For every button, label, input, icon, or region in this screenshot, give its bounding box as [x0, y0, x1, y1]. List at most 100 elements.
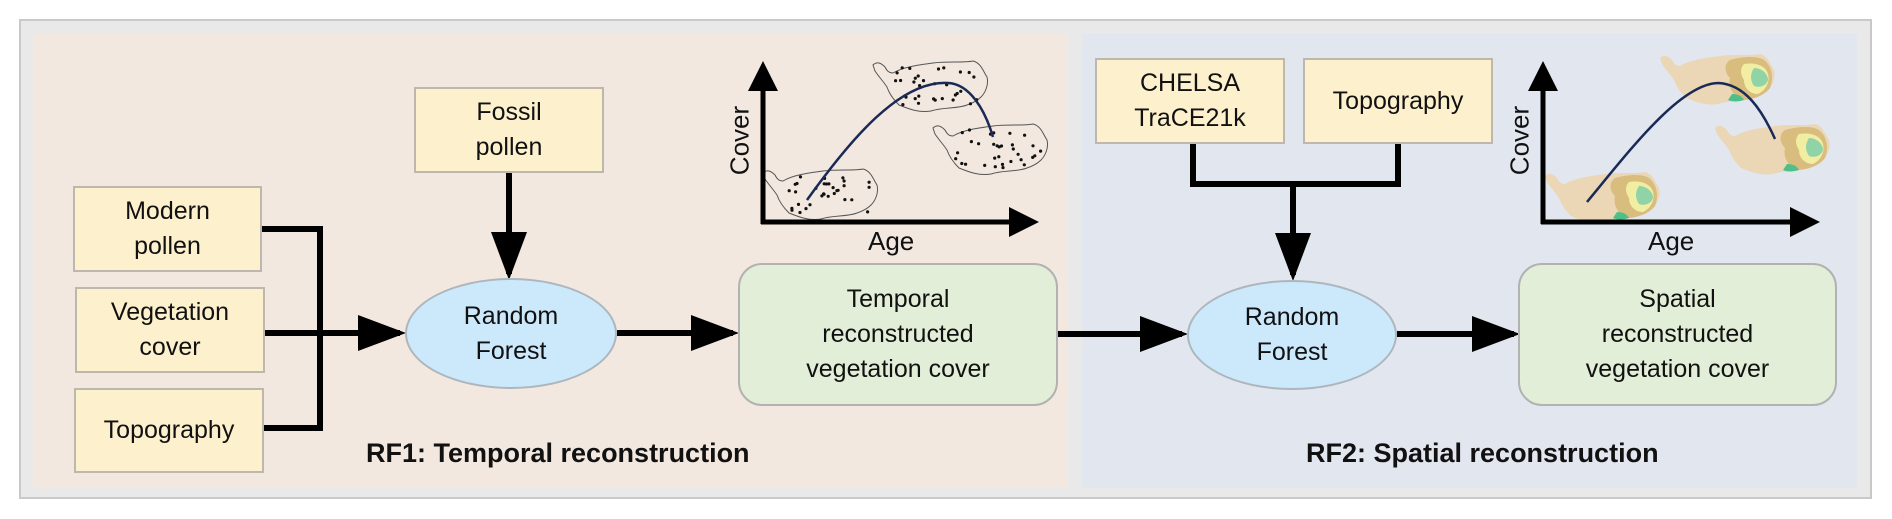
temporal-output-box: Temporal reconstructed vegetation cover: [738, 263, 1058, 406]
site-point: [933, 98, 937, 102]
site-point: [967, 70, 971, 75]
site-point: [808, 203, 812, 207]
site-point: [794, 190, 798, 194]
site-point: [968, 102, 973, 106]
site-point: [997, 155, 1001, 159]
site-point: [916, 74, 920, 78]
rf1-site-points: [787, 66, 1043, 215]
site-point: [967, 128, 972, 132]
site-point: [836, 188, 840, 192]
fossil-pollen-box: Fossil pollen: [414, 87, 604, 173]
rf2-y-axis-label: Cover: [1504, 105, 1535, 176]
site-point: [832, 191, 836, 196]
rf2-map-peak: [1660, 54, 1775, 105]
site-point: [900, 66, 904, 70]
site-point: [1019, 158, 1023, 162]
rf2-x-axis-label: Age: [1648, 226, 1695, 256]
site-point: [918, 84, 922, 88]
site-point: [1039, 149, 1043, 153]
rf1-section-label: RF1: Temporal reconstruction: [366, 438, 750, 468]
site-point: [1016, 152, 1020, 156]
modern-pollen-box: Modern pollen: [73, 186, 262, 272]
site-point: [866, 210, 870, 214]
site-point: [795, 181, 799, 186]
rf1-chart: [748, 60, 1049, 237]
site-point: [901, 103, 905, 107]
site-point: [917, 94, 921, 98]
rf2-chart: [1528, 54, 1830, 237]
site-point: [912, 80, 916, 84]
rf2-section-label: RF2: Spatial reconstruction: [1306, 438, 1659, 468]
rf1-y-axis-label: Cover: [724, 105, 755, 176]
site-point: [850, 198, 854, 202]
site-point: [1031, 144, 1035, 148]
site-point: [921, 79, 926, 83]
rf1-map-early: [762, 168, 879, 221]
rf1-trend-curve: [805, 81, 995, 201]
site-point: [936, 67, 941, 71]
site-point: [913, 97, 917, 101]
site-point: [822, 192, 826, 196]
spatial-output-box: Spatial reconstructed vegetation cover: [1518, 263, 1837, 406]
site-point: [942, 66, 946, 70]
site-point: [1031, 155, 1035, 159]
site-point: [983, 163, 987, 167]
site-point: [993, 165, 997, 169]
site-point: [842, 179, 846, 183]
rf1-topography-box: Topography: [74, 388, 264, 473]
site-point: [842, 184, 846, 188]
site-point: [867, 185, 871, 189]
rf2-random-forest-ellipse: Random Forest: [1187, 280, 1397, 390]
site-point: [841, 176, 845, 180]
site-point: [972, 75, 976, 79]
site-point: [993, 156, 997, 160]
site-point: [894, 79, 898, 83]
site-point: [913, 76, 917, 80]
site-point: [824, 182, 829, 186]
site-point: [796, 202, 801, 206]
site-point: [899, 78, 903, 83]
rf2-topography-box: Topography: [1303, 58, 1493, 144]
site-point: [1011, 147, 1015, 151]
site-point: [1023, 133, 1027, 137]
site-point: [1022, 163, 1026, 167]
site-point: [798, 210, 802, 215]
site-point: [843, 198, 847, 202]
site-point: [940, 97, 944, 101]
site-point: [908, 66, 912, 70]
site-point: [997, 145, 1001, 149]
site-point: [1009, 159, 1013, 164]
site-point: [1008, 131, 1012, 135]
rf2-map-early: [1545, 172, 1660, 223]
site-point: [960, 161, 964, 166]
site-point: [954, 157, 958, 161]
site-point: [951, 98, 955, 102]
site-point: [1000, 162, 1005, 166]
site-point: [956, 151, 960, 155]
site-point: [916, 101, 921, 105]
site-point: [969, 140, 974, 144]
site-point: [831, 186, 835, 190]
site-point: [955, 91, 959, 96]
site-point: [977, 142, 981, 146]
rf2-trend-curve: [1586, 81, 1777, 203]
site-point: [1010, 143, 1015, 147]
site-point: [867, 180, 871, 184]
site-point: [798, 175, 803, 179]
site-point: [960, 131, 964, 135]
site-point: [787, 189, 791, 193]
site-point: [895, 71, 899, 75]
chelsa-trace21k-box: CHELSA TraCE21k: [1095, 58, 1285, 144]
site-point: [804, 207, 808, 211]
rf1-x-axis-label: Age: [868, 226, 915, 256]
site-point: [790, 208, 794, 212]
connector-modern-pollen: [262, 226, 323, 431]
site-point: [827, 182, 831, 186]
site-point: [1001, 166, 1005, 170]
rf1-random-forest-ellipse: Random Forest: [405, 278, 617, 389]
site-point: [959, 89, 963, 93]
site-point: [964, 162, 968, 166]
site-point: [958, 70, 963, 74]
site-point: [826, 194, 830, 198]
